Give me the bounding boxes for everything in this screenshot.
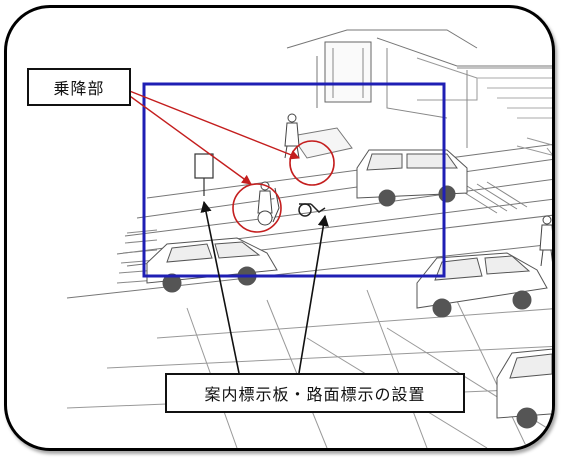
pointer-arrow-to-road-marking <box>298 214 329 374</box>
signage-label: 案内標示板・路面標示の設置 <box>165 373 465 413</box>
focus-circle-wheelchair <box>232 183 282 233</box>
van-top <box>356 149 468 207</box>
background-scene <box>66 29 552 448</box>
pointer-arrow-to-signboard <box>200 200 240 374</box>
callout-arrow-to-entrance <box>126 89 300 160</box>
road-marking-pictogram <box>298 203 326 217</box>
street-illustration <box>66 29 552 448</box>
car-left <box>146 237 278 293</box>
parking-grid <box>66 279 552 448</box>
signboard <box>194 153 214 196</box>
van-bottom <box>496 348 552 429</box>
person-wheelchair <box>257 181 280 226</box>
boarding-area-label: 乗降部 <box>27 68 131 106</box>
car-right <box>416 252 548 318</box>
illustration-frame: 乗降部 案内標示板・路面標示の設置 <box>4 5 555 451</box>
callout-arrow-to-wheelchair <box>126 93 252 185</box>
focus-circle-entrance <box>289 140 335 186</box>
person-entrance <box>284 113 300 159</box>
building <box>286 29 552 148</box>
highlight-rectangle <box>142 82 446 278</box>
person-right <box>539 215 552 267</box>
crosswalk-stripes <box>116 181 528 284</box>
